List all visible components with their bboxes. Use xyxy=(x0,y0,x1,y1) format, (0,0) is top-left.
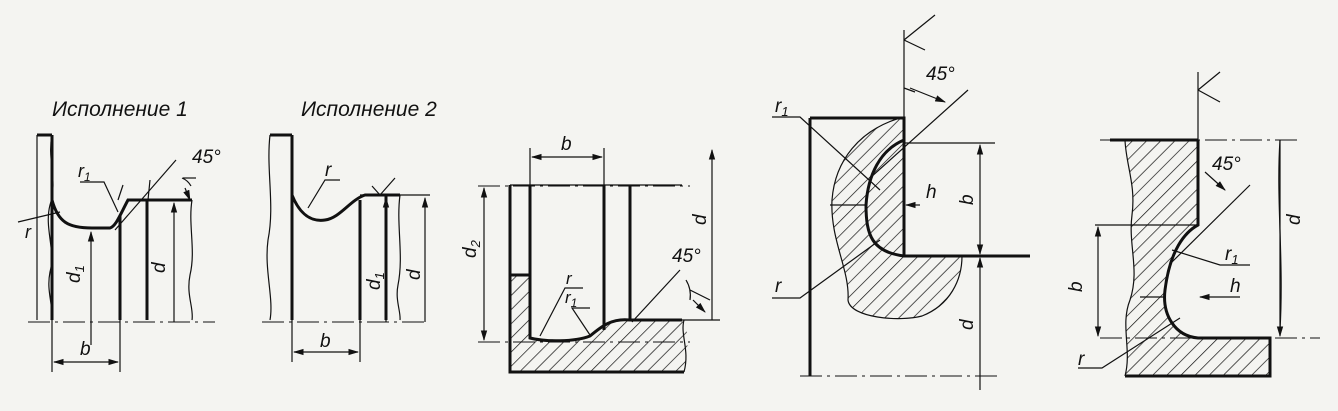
label-r-shaft: r xyxy=(1078,349,1085,370)
caption-variant-2: Исполнение 2 xyxy=(301,98,437,121)
label-d-corner: d xyxy=(957,318,978,330)
label-r-corner: r xyxy=(775,276,782,297)
label-r1-bore: r1 xyxy=(565,288,577,310)
label-r1-v1: r1 xyxy=(78,161,91,184)
label-b-bore: b xyxy=(561,134,572,155)
label-r1-shaft: r1 xyxy=(1225,244,1239,267)
label-d-v1: d xyxy=(149,261,170,273)
label-angle-v1: 45° xyxy=(192,147,221,168)
label-h-shaft: h xyxy=(1230,276,1241,297)
bore-section-drawing xyxy=(478,148,720,374)
label-r-v1: r xyxy=(25,222,32,242)
label-d-v2: d xyxy=(404,268,425,280)
label-angle-corner: 45° xyxy=(926,64,955,85)
caption-variant-1: Исполнение 1 xyxy=(52,98,188,121)
corner-section-drawing xyxy=(772,14,1030,390)
variant-2-drawing xyxy=(262,133,430,362)
shaft-section-drawing xyxy=(1078,71,1320,378)
label-d-shaft: d xyxy=(1284,213,1305,225)
label-r1-corner: r1 xyxy=(775,96,789,119)
label-b-corner: b xyxy=(957,194,978,205)
label-r-bore: r xyxy=(566,269,573,288)
label-angle-shaft: 45° xyxy=(1212,154,1241,175)
variant-1-drawing xyxy=(17,133,215,372)
label-d-bore: d xyxy=(690,213,711,225)
label-b-v2: b xyxy=(320,331,331,352)
label-angle-bore: 45° xyxy=(672,246,701,267)
label-b-shaft: b xyxy=(1066,281,1087,292)
label-d1-v1: d1 xyxy=(64,265,87,283)
label-r-v2: r xyxy=(325,160,332,181)
label-h-corner: h xyxy=(926,182,937,203)
label-b-v1: b xyxy=(80,339,91,360)
label-d1-v2: d1 xyxy=(364,272,387,290)
label-d2-bore: d2 xyxy=(460,239,483,258)
